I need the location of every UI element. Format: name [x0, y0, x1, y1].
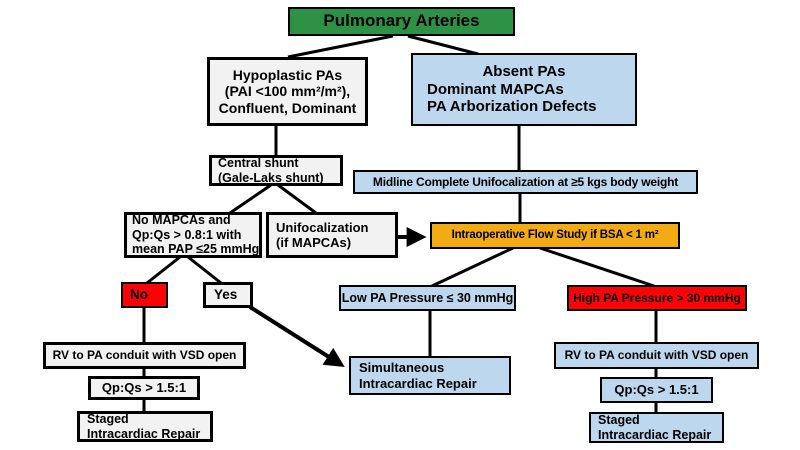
node-line: (Gale-Laks shunt): [218, 170, 324, 185]
node-label: Qp:Qs > 1.5:1: [614, 382, 699, 398]
node-line: No MAPCAs and: [132, 212, 231, 227]
node-label: High PA Pressure > 30 mmHg: [573, 290, 741, 305]
node-line: Simultaneous: [359, 360, 445, 376]
node-label: Yes: [214, 287, 238, 303]
connector-central-to-nomapcas: [229, 183, 272, 215]
node-intraoperative-flow-study: Intraoperative Flow Study if BSA < 1 m²: [430, 222, 680, 249]
connector-root-to-hypoplastic: [287, 34, 394, 59]
node-no-mapcas-criteria: No MAPCAs and Qp:Qs > 0.8:1 with mean PA…: [124, 212, 262, 258]
node-label: Intraoperative Flow Study if BSA < 1 m²: [451, 228, 659, 241]
node-line: mean PAP ≤25 mmHg: [132, 242, 260, 257]
node-line: (PAI <100 mm²/m²),: [224, 83, 351, 100]
node-label: Pulmonary Arteries: [323, 11, 480, 31]
node-absent-pas: Absent PAs Dominant MAPCAs PA Arborizati…: [411, 53, 637, 126]
node-rv-pa-conduit-left: RV to PA conduit with VSD open: [43, 342, 246, 369]
connector-central-to-unifocal: [277, 183, 317, 215]
node-line: Central shunt: [218, 155, 299, 170]
node-line: PA Arborization Defects: [427, 98, 597, 116]
node-rv-pa-conduit-right: RV to PA conduit with VSD open: [554, 342, 759, 369]
node-label: Midline Complete Unifocalization at ≥5 k…: [372, 174, 679, 189]
node-unifocalization: Unifocalization (if MAPCAs): [266, 212, 398, 258]
node-line: Dominant MAPCAs: [427, 80, 564, 98]
connector-flow-to-low: [431, 246, 514, 288]
node-line: Intracardiac Repair: [359, 375, 477, 391]
node-decision-yes: Yes: [203, 282, 253, 308]
node-pulmonary-arteries: Pulmonary Arteries: [288, 7, 515, 36]
node-line: Absent PAs: [482, 62, 566, 80]
node-hypoplastic-pas: Hypoplastic PAs (PAI <100 mm²/m²), Confl…: [207, 57, 368, 126]
node-line: Confluent, Dominant: [218, 99, 357, 116]
node-label: RV to PA conduit with VSD open: [52, 348, 237, 363]
connector-nomapcas-to-yes: [187, 255, 222, 285]
node-line: Unifocalization: [276, 220, 369, 235]
node-decision-no: No: [121, 282, 168, 308]
node-qpqs-ratio-left: Qp:Qs > 1.5:1: [88, 376, 200, 400]
node-line: Staged: [598, 412, 640, 427]
node-staged-repair-left: Staged Intracardiac Repair: [77, 411, 213, 442]
node-label: Qp:Qs > 1.5:1: [101, 380, 187, 396]
node-label: No: [130, 287, 148, 303]
node-line: Qp:Qs > 0.8:1 with: [132, 227, 242, 242]
node-line: Intracardiac Repair: [598, 427, 712, 442]
node-line: (if MAPCAs): [276, 235, 352, 251]
node-high-pa-pressure: High PA Pressure > 30 mmHg: [567, 285, 747, 311]
node-qpqs-ratio-right: Qp:Qs > 1.5:1: [600, 377, 713, 403]
connector-flow-to-high: [539, 246, 655, 288]
node-central-shunt: Central shunt (Gale-Laks shunt): [209, 155, 343, 186]
node-label: Low PA Pressure ≤ 30 mmHg: [341, 290, 514, 305]
node-low-pa-pressure: Low PA Pressure ≤ 30 mmHg: [339, 285, 516, 311]
connector-nomapcas-to-no: [146, 255, 181, 285]
connector-root-to-absent: [407, 34, 479, 56]
node-line: Staged: [87, 411, 129, 426]
node-staged-repair-right: Staged Intracardiac Repair: [589, 412, 724, 443]
arrow-yes-to-simultaneous: [248, 305, 345, 367]
node-label: RV to PA conduit with VSD open: [564, 348, 749, 363]
node-simultaneous-repair: Simultaneous Intracardiac Repair: [349, 356, 511, 395]
node-midline-unifocalization: Midline Complete Unifocalization at ≥5 k…: [353, 170, 698, 194]
node-line: Intracardiac Repair: [87, 426, 201, 441]
node-line: Hypoplastic PAs: [232, 66, 343, 83]
